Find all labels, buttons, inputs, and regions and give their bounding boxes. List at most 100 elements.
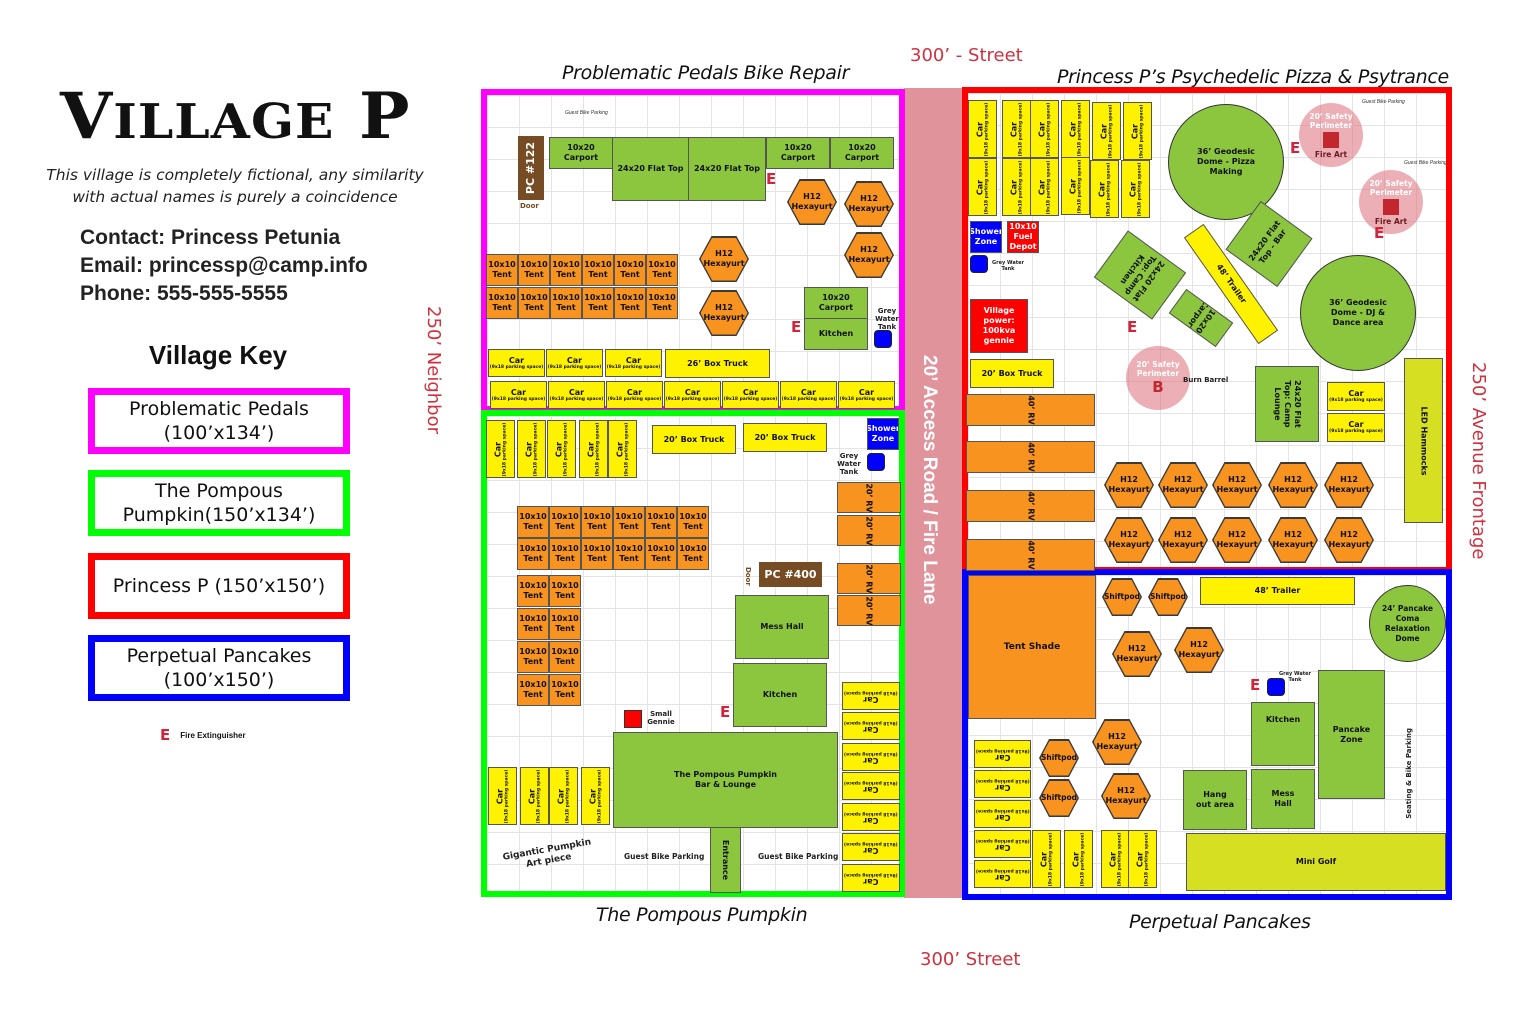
car-space: Car(9x18 parking space) [1002, 100, 1031, 158]
carport: 10x20 Carport [830, 137, 894, 169]
tent: 10x10 Tent [549, 575, 581, 607]
tent: 10x10 Tent [517, 608, 549, 640]
street-bottom-label: 300’ Street [920, 949, 1021, 970]
tent: 10x10 Tent [613, 506, 645, 538]
car-space: Car(9x18 parking space) [1032, 830, 1061, 888]
kitchen: Kitchen [1251, 702, 1315, 766]
kitchen: Kitchen [733, 663, 827, 727]
coma-dome: 24’ Pancake Coma Relaxation Dome [1369, 585, 1446, 662]
bar-lounge: The Pompous Pumpkin Bar & Lounge [613, 732, 838, 828]
box-truck: 26’ Box Truck [665, 349, 770, 378]
tent: 10x10 Tent [549, 641, 581, 673]
disclaimer: This village is completely fictional, an… [46, 166, 424, 206]
tent: 10x10 Tent [550, 287, 582, 319]
car-space: Car(9x18 parking space) [780, 381, 837, 409]
carport: 10x20 Carport [766, 137, 830, 169]
grey-water-tank [867, 453, 885, 471]
car-space: Car(9x18 parking space) [488, 767, 517, 825]
car-space: Car(9x18 parking space) [517, 420, 546, 478]
dome-pizza: 36’ Geodesic Dome - Pizza Making [1168, 104, 1284, 220]
door-label: Door [520, 202, 539, 210]
car-space: Car(9x18 parking space) [1090, 160, 1119, 218]
tent: 10x10 Tent [486, 287, 518, 319]
guest-bike-parking-label: Guest Bike Parking [758, 852, 839, 861]
contact-phone: Phone: 555-555-5555 [80, 282, 288, 305]
car-space: Car(9x18 parking space) [579, 420, 608, 478]
tent: 10x10 Tent [614, 287, 646, 319]
tent: 10x10 Tent [517, 575, 549, 607]
tent: 10x10 Tent [518, 287, 550, 319]
kitchen: Kitchen [804, 318, 868, 350]
car-space: Car(9x18 parking space) [838, 381, 895, 409]
tent: 10x10 Tent [614, 254, 646, 286]
car-space: Car(9x18 parking space) [974, 830, 1031, 858]
grey-water-tank [970, 255, 988, 273]
tent: 10x10 Tent [549, 608, 581, 640]
guest-bike-parking-label: Guest Bike Parking [1404, 160, 1447, 166]
hexayurt: H12 Hexayurt [1324, 517, 1374, 563]
car-space: Car(9x18 parking space) [549, 767, 578, 825]
mini-golf: Mini Golf [1186, 833, 1446, 891]
box-truck: 20’ Box Truck [652, 425, 736, 454]
rv: 40’ RV [966, 441, 1095, 473]
car-space: Car(9x18 parking space) [842, 712, 900, 740]
car-space: Car(9x18 parking space) [1064, 830, 1093, 888]
car-space: Car(9x18 parking space) [974, 770, 1031, 798]
fire-extinguisher-icon: E [1374, 224, 1385, 242]
car-space: Car(9x18 parking space) [1030, 158, 1059, 216]
flat-top: 24x20 Flat Top [688, 137, 766, 201]
avenue-label: 250’ Avenue Frontage [1468, 362, 1489, 560]
camp-title-pedals: Problematic Pedals Bike Repair [562, 62, 850, 84]
car-space: Car(9x18 parking space) [974, 740, 1031, 768]
hexayurt: H12 Hexayurt [1104, 462, 1154, 508]
tent: 10x10 Tent [549, 674, 581, 706]
car-space: Car(9x18 parking space) [1123, 102, 1152, 160]
key-item-pancakes: Perpetual Pancakes (100’x150’) [88, 635, 350, 701]
tent-shade: Tent Shade [968, 575, 1096, 719]
car-space: Car(9x18 parking space) [968, 158, 997, 216]
rv: 40’ RV [966, 394, 1095, 426]
camp-lounge: 24x20 Flat Top: Camp Lounge [1255, 366, 1319, 442]
car-space: Car(9x18 parking space) [974, 800, 1031, 828]
fuel-depot: 10x10 Fuel Depot [1007, 221, 1039, 253]
tent: 10x10 Tent [582, 287, 614, 319]
tent: 10x10 Tent [517, 506, 549, 538]
tent: 10x10 Tent [645, 538, 677, 570]
burn-barrel-label: Burn Barrel [1183, 376, 1229, 384]
hexayurt: H12 Hexayurt [1212, 517, 1262, 563]
tent: 10x10 Tent [582, 254, 614, 286]
door-label: Door [744, 567, 752, 586]
carport: 10x20 Carport [549, 137, 613, 169]
hexayurt: H12 Hexayurt [1112, 631, 1162, 677]
guest-bike-parking-label: Guest Bike Parking [1362, 99, 1405, 105]
key-title: Village Key [148, 340, 288, 370]
grey-water-tank-label: Grey Water Tank [992, 260, 1024, 272]
car-space: Car(9x18 parking space) [608, 420, 637, 478]
burn-barrel-icon: B [1152, 378, 1164, 396]
tent: 10x10 Tent [517, 641, 549, 673]
car-space: Car(9x18 parking space) [1002, 158, 1031, 216]
car-space: Car(9x18 parking space) [488, 349, 545, 377]
car-space: Car(9x18 parking space) [1327, 413, 1385, 442]
grey-water-tank-label: Grey Water Tank [837, 452, 861, 476]
car-space: Car(9x18 parking space) [1101, 830, 1130, 888]
tent: 10x10 Tent [549, 506, 581, 538]
tent: 10x10 Tent [517, 538, 549, 570]
car-space: Car(9x18 parking space) [1061, 157, 1090, 215]
fire-extinguisher-legend: E Fire Extinguisher [160, 726, 246, 744]
car-space: Car(9x18 parking space) [968, 100, 997, 158]
key-item-pumpkin: The Pompous Pumpkin(150’x134’) [88, 470, 350, 536]
car-space: Car(9x18 parking space) [842, 864, 900, 892]
hexayurt: H12 Hexayurt [1324, 462, 1374, 508]
car-space: Car(9x18 parking space) [1061, 100, 1090, 158]
rv: 40’ RV [966, 490, 1095, 522]
car-space: Car(9x18 parking space) [1327, 382, 1385, 411]
car-space: Car(9x18 parking space) [520, 767, 549, 825]
tent: 10x10 Tent [581, 506, 613, 538]
hexayurt: H12 Hexayurt [1212, 462, 1262, 508]
entrance: Entrance [710, 827, 741, 893]
car-space: Car(9x18 parking space) [486, 420, 515, 478]
pancake-zone: Pancake Zone [1318, 670, 1385, 799]
